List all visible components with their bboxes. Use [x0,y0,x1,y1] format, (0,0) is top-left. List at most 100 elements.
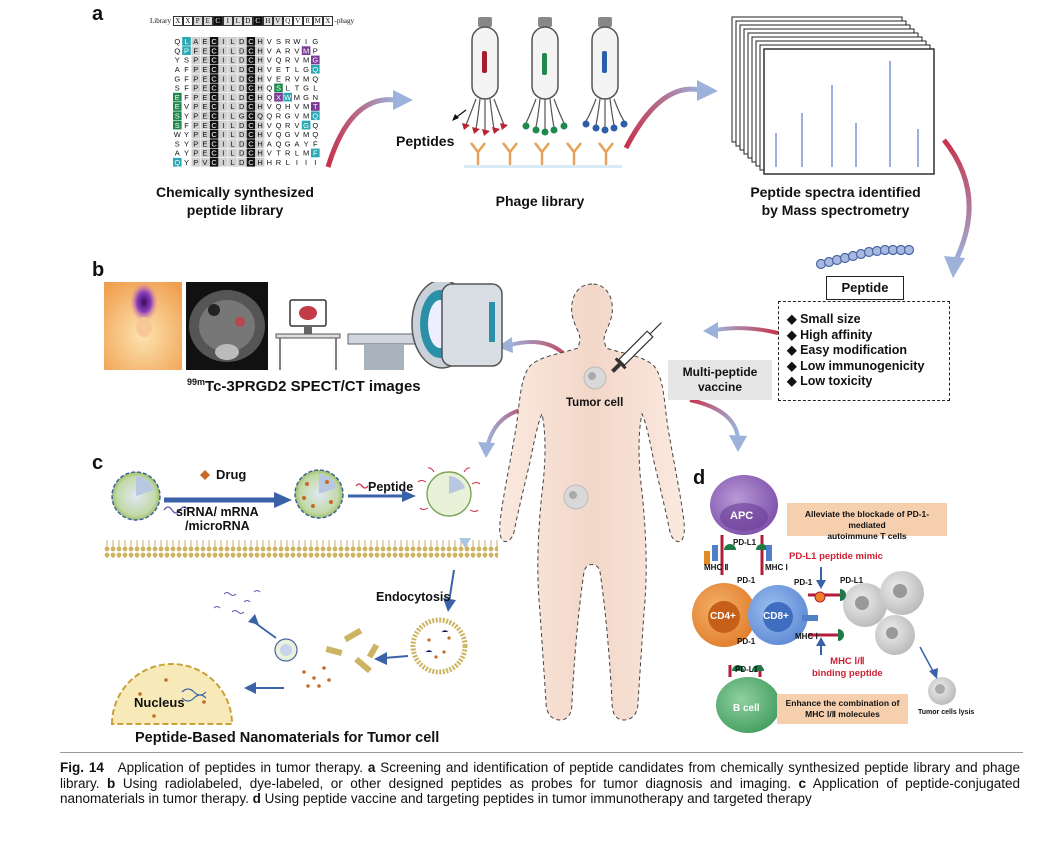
grid-letter: C [211,74,217,83]
grid-letter: P [193,158,198,167]
grid-letter: V [267,56,272,65]
grid-cell [274,120,283,130]
grid-letter: I [222,102,224,111]
grid-cell [237,83,246,93]
grid-cell [265,83,274,93]
caption-c-text: Application of peptide-conjugated nanoma… [60,775,1020,807]
grid-letter: H [285,102,290,111]
grid-cell [200,46,210,55]
grid-cell [219,130,228,139]
peptide-chain-icon [815,244,915,270]
library-seq-cell: V [292,16,303,26]
label-mass-spec: Peptide spectra identified by Mass spect… [750,184,921,218]
grid-letter: G [285,139,291,148]
nucleus-shape [110,663,234,725]
grid-letter: M [303,46,309,55]
grid-cell [283,83,292,93]
grid-cell [219,74,228,83]
grid-letter: C [248,46,254,55]
box-alleviate: Alleviate the blockade of PD-1-mediated … [787,503,947,541]
grid-cell [301,157,311,167]
grid-letter: G [285,130,291,139]
grid-cell [311,157,320,167]
grid-letter: E [202,112,207,121]
panel-d-letter: d [693,467,706,489]
grid-cell [237,130,246,139]
grid-letter: C [211,158,217,167]
grid-letter: P [184,46,189,55]
grid-cell [265,37,274,46]
caption-b-text: Using radiolabeled, dye-labeled, or othe… [122,775,791,791]
grid-letter: G [239,112,245,121]
grid-letter: H [257,139,262,148]
grid-cell [173,139,182,148]
grid-cell [255,92,265,102]
grid-letter: S [184,56,189,65]
grid-letter: Q [312,74,318,83]
grid-letter: V [202,158,207,167]
grid-letter: R [276,158,282,167]
grid-letter: Q [276,139,282,148]
grid-letter: L [286,84,290,93]
grid-letter: M [303,74,309,83]
grid-cell [200,130,210,139]
flow-arrows [325,80,972,458]
grid-cell [292,111,302,121]
grid-letter: E [202,139,207,148]
grid-cell [182,83,191,93]
grid-letter: I [222,84,224,93]
grid-letter: P [313,46,318,55]
grid-letter: Q [276,130,282,139]
grid-letter: V [267,46,272,55]
label-mhc1-right: MHC Ⅰ [795,632,818,641]
grid-cell [173,55,182,65]
grid-letter: H [257,102,262,111]
grid-cell [237,139,246,148]
grid-letter: G [312,56,318,65]
grid-cell [219,64,228,74]
grid-cell [200,74,210,83]
human-body-illustration [499,283,685,721]
grid-letter: S [175,84,180,93]
grid-cell [265,130,274,139]
phage-icon [462,17,508,136]
grid-cell [182,92,191,102]
grid-cell [182,102,191,111]
grid-letter: E [202,65,207,74]
grid-letter: P [193,56,198,65]
grid-cell [246,92,256,102]
grid-letter: L [230,65,234,74]
grid-letter: Y [184,149,189,158]
arrow-library-to-phage [325,97,396,168]
label-bcell: B cell [733,703,760,714]
grid-letter: F [184,65,189,74]
grid-cell [173,111,182,121]
grid-cell [228,130,237,139]
phage-icon [582,17,628,134]
grid-cell [200,64,210,74]
grid-cell [283,120,292,130]
b-cell [716,677,780,733]
grid-cell [228,120,237,130]
grid-cell [301,102,311,111]
grid-cell [173,130,182,139]
grid-letter: M [303,112,309,121]
grid-letter: D [239,102,245,111]
grid-letter: V [267,130,272,139]
grid-cell [191,83,200,93]
grid-letter: P [193,149,198,158]
grid-letter: Y [184,130,189,139]
grid-letter: Y [184,112,189,121]
label-pdl1-mimic: PD-L1 peptide mimic [789,551,883,562]
grid-letter: D [239,74,245,83]
label-tumor-cell: Tumor cell [566,397,624,409]
label-synthesized-library: Chemically synthesized peptide library [156,184,314,218]
grid-letter: T [295,84,300,93]
grid-letter: M [303,56,309,65]
grid-letter: C [211,112,217,121]
grid-cell [237,37,246,46]
grid-cell [237,46,246,55]
grid-letter: P [193,84,198,93]
grid-cell [301,64,311,74]
